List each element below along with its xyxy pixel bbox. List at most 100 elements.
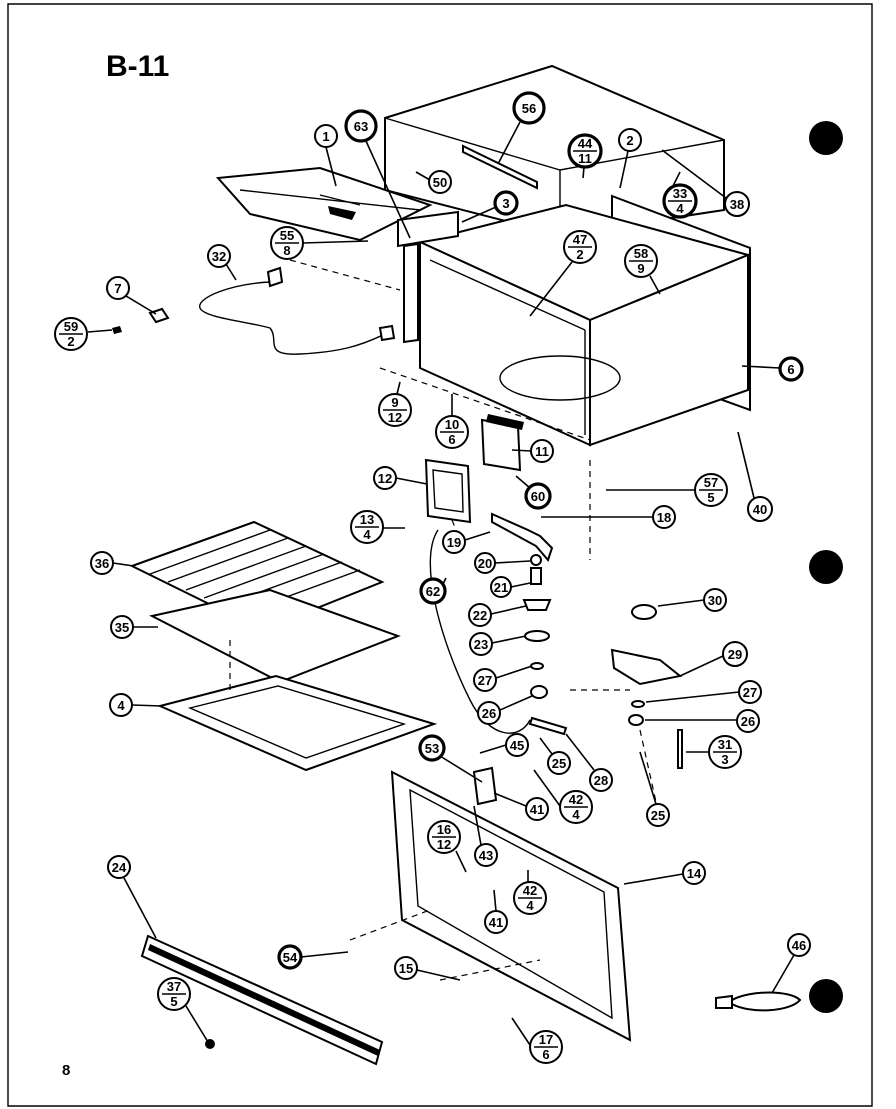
callout-part-number: 20 [478,556,492,571]
callout-circle [468,603,492,627]
callout-leader [511,1017,531,1046]
callout-leader [461,206,497,223]
callout-circle [419,577,447,605]
callout-part-number: 10 [445,417,459,432]
callout-part-number: 14 [687,866,702,881]
callout-leader [529,261,573,317]
callout-circle [373,466,397,490]
callout-part-number: 36 [95,556,109,571]
thermal-cutout-7 [112,307,170,334]
callout-circle [747,496,773,522]
callout-leader [395,477,428,485]
callout-41b: 41 [484,889,508,934]
callout-leader [112,562,135,567]
callout-leader [737,431,755,499]
callout-circle [484,910,508,934]
cabinet-cover-1 [215,166,433,242]
callout-25a: 25 [539,737,571,775]
callout-quantity: 2 [67,334,74,349]
callout-part-number: 30 [708,593,722,608]
callout-part-number: 35 [115,620,129,635]
door-frame-14 [390,766,632,1042]
callout-circle [107,855,131,879]
callout-leader [225,263,237,281]
callout-leader [473,805,482,846]
binder-hole-top [809,121,843,155]
callout-circle [652,505,676,529]
callout-circle [722,641,748,667]
callout-circle [110,615,134,639]
callout-circle [418,734,446,762]
callout-36: 36 [90,551,135,575]
callout-part-number: 15 [399,961,413,976]
callout-part-number: 63 [354,119,368,134]
callout-leader [565,733,595,771]
callout-circle [394,956,418,980]
callout-part-number: 44 [578,136,593,151]
callout-54: 54 [277,944,349,970]
callout-leader [396,381,401,395]
callout-leader [515,475,531,489]
callout-21: 21 [490,576,531,598]
callout-leader [416,969,461,981]
callout-62: 62 [419,577,447,605]
callout-circle [646,803,670,827]
callout-part-number: 24 [112,860,127,875]
callout-circle [618,128,642,152]
callout-part-number: 62 [426,584,440,599]
callout-part-number: 4 [117,698,125,713]
callout-part-number: 17 [539,1032,553,1047]
callout-leader [661,149,727,199]
callout-55: 558 [270,226,369,260]
callout-circle [474,552,496,574]
callout-part-number: 43 [479,848,493,863]
callout-circle [490,576,512,598]
callout-circle [505,733,529,757]
callout-leader [533,769,561,807]
callout-circle [738,680,762,704]
callout-quantity: 6 [542,1047,549,1062]
callout-circle [524,482,552,510]
callout-leader [415,171,431,181]
callout-part-number: 41 [530,802,544,817]
callout-leader [511,449,532,452]
callout-46: 46 [771,933,811,994]
callout-quantity: 3 [721,752,728,767]
callout-leader [123,877,157,939]
callout-leader [185,1005,209,1043]
callout-2: 2 [618,128,642,189]
callout-part-number: 22 [473,608,487,623]
callout-part-number: 33 [673,186,687,201]
callout-quantity: 5 [707,490,714,505]
callout-quantity: 6 [448,432,455,447]
callout-43: 43 [473,805,498,867]
callout-32: 32 [207,244,237,281]
callout-part-number: 32 [212,249,226,264]
callout-leader [439,755,483,783]
callout-circle [314,124,338,148]
callout-23: 23 [469,632,527,656]
motor-parts-29-31 [610,604,683,769]
callout-15: 15 [394,956,461,981]
callout-11: 11 [511,439,554,463]
callout-circle [428,170,452,194]
callout-47: 472 [529,230,597,317]
callout-quantity: 11 [578,151,592,166]
callout-leader [539,737,553,755]
binder-hole-middle [809,550,843,584]
callout-leader [657,599,705,607]
callout-1: 1 [314,124,338,187]
hinge-bracket-3 [397,210,459,344]
callout-17: 176 [511,1017,563,1064]
callout-circle [512,91,546,125]
callout-37: 375 [157,977,209,1043]
callout-leader [365,140,411,239]
callout-quantity: 12 [437,837,451,852]
callout-59: 592 [54,317,113,351]
callout-circle [703,588,727,612]
callout-38: 38 [661,149,750,217]
callout-3: 3 [461,190,519,223]
callout-leader [302,240,369,244]
